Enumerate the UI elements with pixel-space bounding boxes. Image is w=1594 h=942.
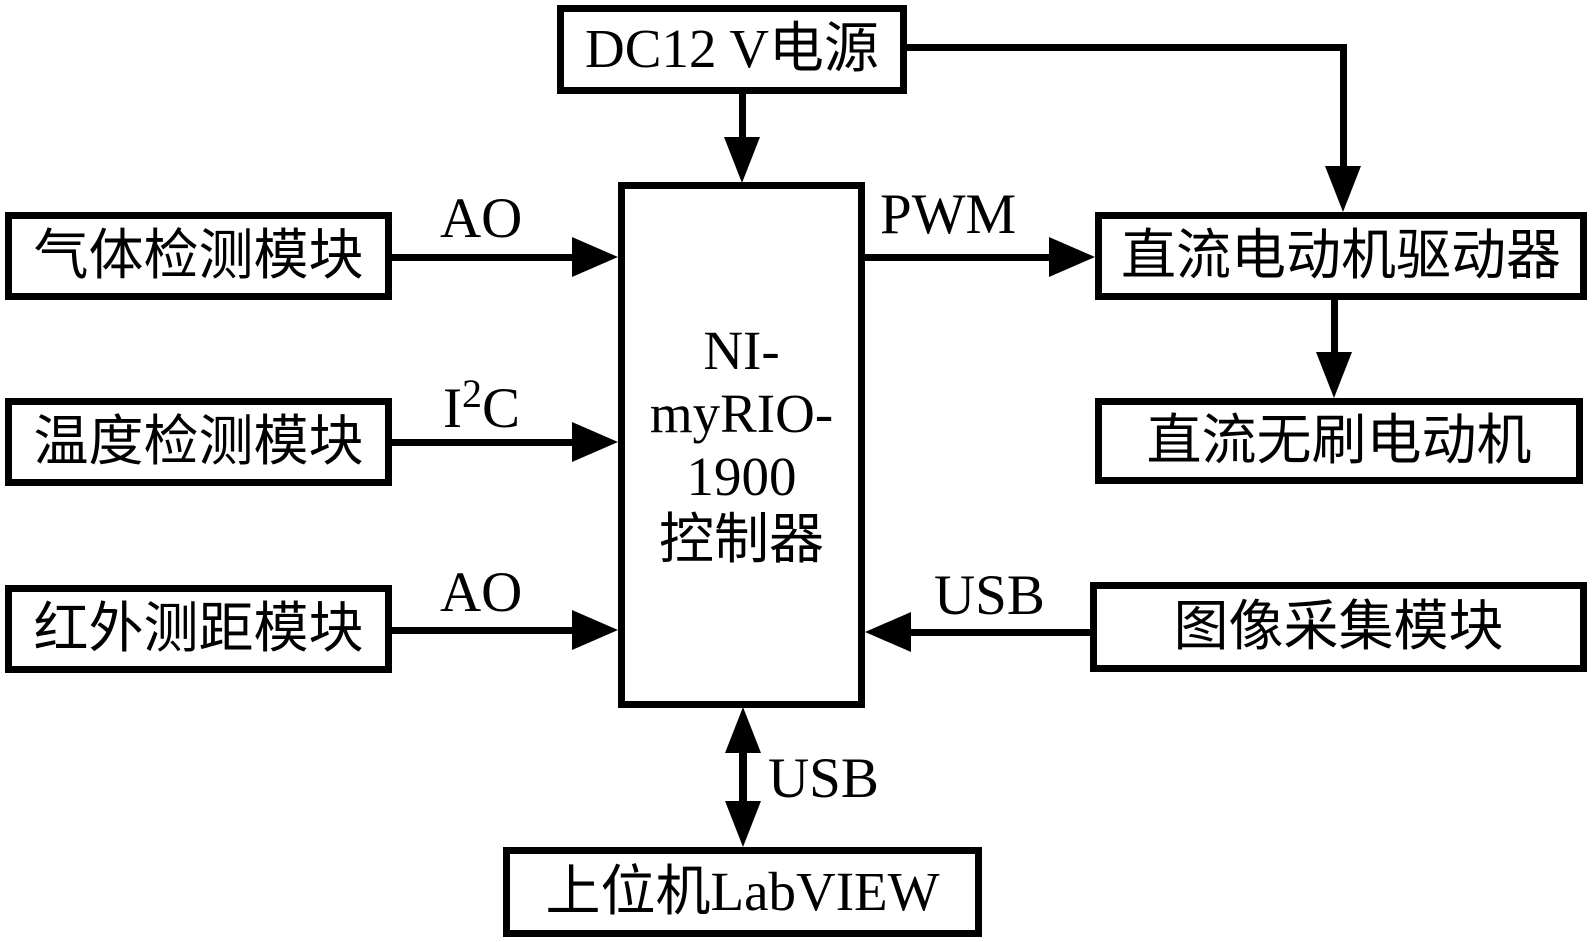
gas-detection-module-label: 气体检测模块 [33,224,364,286]
arrowhead-up-labview-to-controller [725,707,761,753]
power-supply-box: DC12 V电源 [557,5,907,94]
controller-label: NI- myRIO- 1900 控制器 [650,319,833,572]
power-to-driver-line-vertical [1340,48,1347,168]
controller-box: NI- myRIO- 1900 控制器 [618,182,865,708]
bus-label-i2c-temp: I2C [443,374,521,440]
i2c-base: I [443,377,462,440]
controller-label-line4: 控制器 [658,509,824,571]
arrowhead-right-controller-to-driver [1049,237,1095,277]
ir-to-controller-line [392,627,576,634]
temp-to-controller-line [392,439,576,446]
infrared-ranging-module-box: 红外测距模块 [5,585,392,673]
controller-label-line3: 1900 [686,446,797,507]
gas-to-controller-line [392,254,576,261]
arrowhead-right-temp-to-controller [572,422,618,462]
dc-motor-driver-label: 直流电动机驱动器 [1120,224,1561,286]
bus-label-usb-camera: USB [934,564,1045,627]
bus-label-pwm: PWM [880,183,1017,246]
image-acquisition-module-box: 图像采集模块 [1090,582,1587,672]
power-to-controller-line [739,94,746,140]
arrowhead-down-controller-to-labview [725,801,761,847]
bus-label-usb-host: USB [768,747,879,810]
arrowhead-right-gas-to-controller [572,237,618,277]
camera-to-controller-line [910,629,1090,636]
brushless-dc-motor-box: 直流无刷电动机 [1095,398,1583,484]
dc-motor-driver-box: 直流电动机驱动器 [1095,212,1587,300]
controller-to-driver-line [865,254,1051,261]
driver-to-motor-line [1331,300,1338,355]
power-supply-label: DC12 V电源 [585,18,879,80]
gas-detection-module-box: 气体检测模块 [5,212,392,300]
brushless-dc-motor-label: 直流无刷电动机 [1146,409,1532,471]
host-labview-box: 上位机LabVIEW [503,847,982,937]
temperature-detection-module-label: 温度检测模块 [33,410,364,472]
power-to-driver-line-horizontal [903,44,1347,51]
controller-label-line2: myRIO- [649,382,834,444]
bus-label-ao-ir: AO [440,561,523,624]
arrowhead-down-driver-to-motor [1316,352,1352,398]
i2c-tail: C [481,377,521,440]
host-labview-label: 上位机LabVIEW [545,860,940,922]
arrowhead-right-ir-to-controller [572,610,618,650]
controller-label-line1: NI- [703,319,780,381]
image-acquisition-module-label: 图像采集模块 [1173,595,1504,657]
i2c-superscript: 2 [461,371,482,416]
infrared-ranging-module-label: 红外测距模块 [33,597,364,659]
controller-to-labview-line [739,750,747,803]
arrowhead-down-power-to-controller [724,137,760,183]
bus-label-ao-gas: AO [440,187,523,250]
temperature-detection-module-box: 温度检测模块 [5,398,392,486]
arrowhead-left-camera-to-controller [865,612,911,652]
arrowhead-down-power-to-driver [1325,166,1361,212]
